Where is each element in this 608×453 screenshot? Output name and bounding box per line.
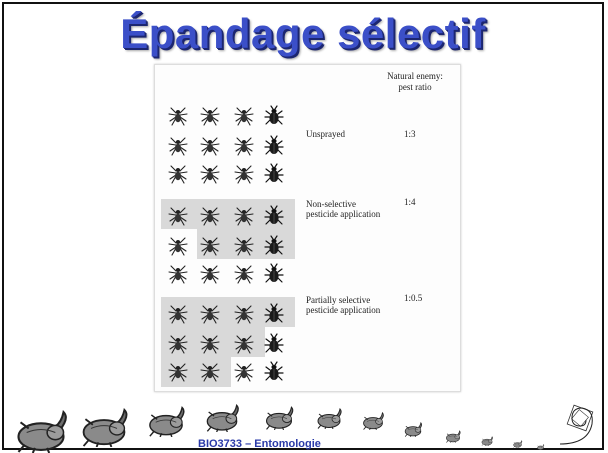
spider-icon [199,135,221,157]
beetle-icon [263,205,285,227]
ratio-header-line1: Natural enemy: [387,71,443,81]
spider-icon [233,135,255,157]
spider-icon [199,361,221,383]
beetle-icon [263,361,285,383]
rhinoceros-beetle-icon [402,422,424,437]
course-name: BIO3733 – Entomologie [198,438,321,450]
rhinoceros-beetle-icon [444,430,462,443]
beetle-icon [263,263,285,285]
panel-label-line1: Partially selective [306,295,371,305]
spider-icon [167,105,189,127]
spider-icon [199,235,221,257]
spider-icon [199,105,221,127]
spider-icon [233,333,255,355]
rhinoceros-beetle-icon [480,436,494,446]
panel-label-partially-selective: Partially selective pesticide applicatio… [306,295,416,315]
beetle-icon [263,333,285,355]
ratio-value: 1:3 [404,129,416,139]
beetle-icon [263,235,285,257]
spider-icon [167,135,189,157]
spider-icon [167,235,189,257]
rhinoceros-beetle-icon [314,408,344,429]
spider-icon [199,205,221,227]
beetle-icon [263,135,285,157]
panel-label-line1: Unsprayed [306,129,345,139]
panel-label-unsprayed: Unsprayed [306,129,416,139]
spider-icon [233,361,255,383]
panel-label-line1: Non-selective [306,199,356,209]
beetle-icon [263,163,285,185]
rhinoceros-beetle-icon [536,444,545,450]
panel-label-line2: pesticide application [306,305,381,315]
spider-icon [167,361,189,383]
spider-icon [233,263,255,285]
ratio-value: 1:4 [404,197,416,207]
beetle-icon [263,303,285,325]
spider-icon [167,163,189,185]
rhinoceros-beetle-icon [512,440,523,448]
spider-icon [199,263,221,285]
rhinoceros-beetle-icon [76,408,132,447]
panel-label-non-selective: Non-selective pesticide application [306,199,416,219]
rhinoceros-beetle-icon [144,406,188,437]
spider-icon [167,303,189,325]
slide-title: Épandage sélectif [120,10,486,57]
spider-icon [233,205,255,227]
ratio-value: 1:0.5 [404,293,423,303]
spider-icon [167,205,189,227]
rhinoceros-beetle-icon [202,404,242,432]
spider-icon [199,163,221,185]
spider-icon [233,163,255,185]
spider-icon [167,263,189,285]
spider-icon [167,333,189,355]
beetle-icon [263,105,285,127]
rhinoceros-beetle-icon [262,406,296,430]
golden-spiral-icon [558,400,596,448]
shade-region [161,357,231,387]
panel-label-line2: pesticide application [306,209,381,219]
spider-icon [199,303,221,325]
spider-icon [233,235,255,257]
spider-icon [233,105,255,127]
rhinoceros-beetle-icon [10,410,72,453]
figure-panel: Natural enemy: pest ratio Unsprayed 1:3 … [154,64,461,392]
ratio-header-line2: pest ratio [398,82,432,92]
rhinoceros-beetle-icon [360,412,386,430]
ratio-column-header: Natural enemy: pest ratio [370,71,460,93]
spider-icon [233,303,255,325]
spider-icon [199,333,221,355]
